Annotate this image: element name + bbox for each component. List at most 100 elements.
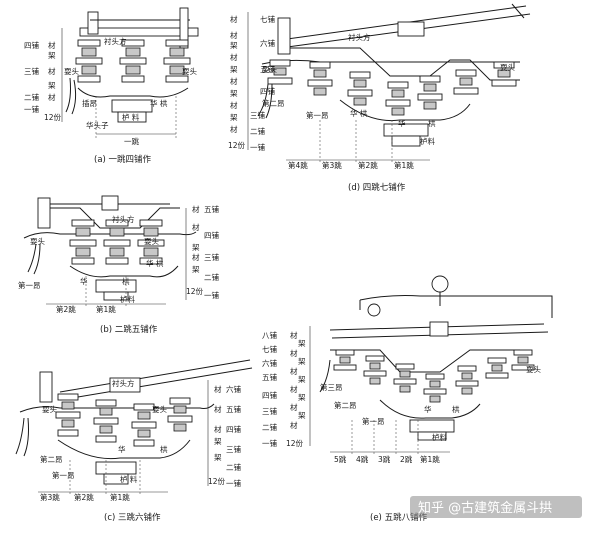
b-qi-1: 栔 bbox=[192, 242, 200, 252]
d-fen12: 12份 bbox=[228, 140, 246, 150]
e-qi-5: 栔 bbox=[298, 410, 306, 420]
d-cai-6: 材 bbox=[230, 124, 238, 134]
b-pu5: 五铺 bbox=[204, 204, 219, 214]
c-chentoufang: 衬头方 bbox=[112, 378, 135, 388]
c-pu4: 四铺 bbox=[226, 424, 241, 434]
e-pu5: 五铺 bbox=[262, 372, 277, 382]
a-pu4: 四铺 bbox=[24, 40, 39, 50]
panel-e: 耍头 第三昂 第二昂 第一昂 华 栱 栌料 八铺 七铺 六铺 五铺 四铺 三铺 … bbox=[262, 275, 553, 523]
d-qi-4: 栔 bbox=[230, 112, 238, 122]
b-qi-2: 栔 bbox=[192, 264, 200, 274]
d-cai-1: 材 bbox=[230, 14, 238, 24]
e-t1: 第1跳 bbox=[420, 454, 440, 464]
d-ludou: 栌料 bbox=[420, 136, 435, 146]
c-pu5: 五铺 bbox=[226, 404, 241, 414]
a-huagong: 华 栱 bbox=[150, 98, 168, 108]
e-cai-5: 材 bbox=[290, 402, 298, 412]
e-ang1: 第一昂 bbox=[362, 416, 385, 426]
panel-c-dougong-cols bbox=[55, 393, 193, 447]
a-qi-2: 栔 bbox=[48, 80, 56, 90]
c-cai-2: 材 bbox=[214, 404, 222, 414]
d-t2: 第2跳 bbox=[358, 160, 378, 170]
a-shuatou-right: 耍头 bbox=[182, 66, 197, 76]
a-fen12: 12份 bbox=[44, 112, 62, 122]
e-qi-3: 栔 bbox=[298, 374, 306, 384]
panel-c: 衬头方 耍头 耍头 华 栱 栌 料 第二昂 第一昂 材 六铺 材 五铺 材 四铺… bbox=[15, 359, 253, 523]
e-shuatou-right: 耍头 bbox=[526, 364, 541, 374]
b-pu4: 四铺 bbox=[204, 230, 219, 240]
c-fen12: 12份 bbox=[208, 476, 226, 486]
b-t2: 第2跳 bbox=[56, 304, 76, 314]
e-cai-6: 材 bbox=[290, 420, 298, 430]
d-gong: 栱 bbox=[428, 118, 436, 128]
watermark-text: 知乎 @古建筑金属斗拱 bbox=[418, 500, 552, 516]
panel-b-dougong-cols bbox=[69, 219, 165, 265]
d-t1: 第1跳 bbox=[394, 160, 414, 170]
d-ang1: 第一昂 bbox=[306, 110, 329, 120]
e-t5: 5跳 bbox=[334, 454, 347, 464]
b-shuatou-left: 耍头 bbox=[30, 236, 45, 246]
caption-e: (e) 五跳八铺作 bbox=[370, 512, 428, 523]
c-pu3: 三铺 bbox=[226, 444, 241, 454]
a-pu2: 二铺 bbox=[24, 92, 39, 102]
b-chentoufang: 衬头方 bbox=[112, 214, 135, 224]
panel-a-dougong-right bbox=[163, 39, 191, 83]
caption-a: (a) 一跳四铺作 bbox=[94, 154, 152, 165]
b-pu3: 三铺 bbox=[204, 252, 219, 262]
d-t4: 第4跳 bbox=[288, 160, 308, 170]
d-huagong: 华 栱 bbox=[350, 108, 368, 118]
e-ludou: 栌料 bbox=[432, 432, 447, 442]
a-pu1: 一铺 bbox=[24, 104, 39, 114]
b-gong: 栱 bbox=[122, 276, 130, 286]
d-shuatou-left: 耍头 bbox=[262, 64, 277, 74]
d-cai-4: 材 bbox=[230, 76, 238, 86]
c-cai-3: 材 bbox=[214, 424, 222, 434]
d-pu5: 五铺 bbox=[260, 64, 275, 74]
c-t1: 第1跳 bbox=[110, 492, 130, 502]
d-cai-2: 材 bbox=[230, 30, 238, 40]
e-pu8: 八铺 bbox=[262, 330, 277, 340]
d-t3: 第3跳 bbox=[322, 160, 342, 170]
c-ang2: 第二昂 bbox=[40, 454, 63, 464]
e-gong: 栱 bbox=[452, 404, 460, 414]
b-pu1: 一铺 bbox=[204, 290, 219, 300]
e-cai-2: 材 bbox=[290, 348, 298, 358]
d-pu4: 四铺 bbox=[260, 86, 275, 96]
e-pu1: 一铺 bbox=[262, 438, 277, 448]
e-hua: 华 bbox=[424, 404, 432, 414]
panel-d: 衬头方 耍头 耍头 第二昂 第一昂 华 栱 华 栱 栌料 材 七铺 材 六铺 栔… bbox=[228, 3, 531, 193]
d-ang2: 第二昂 bbox=[262, 98, 285, 108]
d-qi-3: 栔 bbox=[230, 88, 238, 98]
caption-c: (c) 三跳六铺作 bbox=[104, 512, 161, 523]
b-fen12: 12份 bbox=[186, 286, 204, 296]
panel-a-dougong-mid bbox=[119, 39, 147, 83]
panel-b: 衬头方 耍头 耍头 华 栱 华 栱 栌料 第一昂 材 五铺 材 四铺 栔 材 三… bbox=[18, 195, 219, 335]
d-pu7: 七铺 bbox=[260, 14, 275, 24]
a-pu3: 三铺 bbox=[24, 66, 39, 76]
d-pu2: 二铺 bbox=[250, 126, 265, 136]
d-shuatou-right: 耍头 bbox=[500, 62, 515, 72]
b-pu2: 二铺 bbox=[204, 272, 219, 282]
c-cai-1: 材 bbox=[214, 384, 222, 394]
c-pu6: 六铺 bbox=[226, 384, 241, 394]
e-qi-2: 栔 bbox=[298, 356, 306, 366]
a-cai-1: 材 bbox=[48, 40, 56, 50]
e-fen12: 12份 bbox=[286, 438, 304, 448]
b-shuatou-right: 耍头 bbox=[144, 236, 159, 246]
caption-d: (d) 四跳七铺作 bbox=[348, 182, 406, 193]
a-shuatou-left: 耍头 bbox=[64, 66, 79, 76]
a-qi-1: 栔 bbox=[48, 50, 56, 60]
e-cai-1: 材 bbox=[290, 330, 298, 340]
c-shuatou-right: 耍头 bbox=[152, 404, 167, 414]
c-qi-2: 栔 bbox=[214, 452, 222, 462]
e-ang2: 第二昂 bbox=[334, 400, 357, 410]
a-huatouzi: 华头子 bbox=[86, 120, 109, 130]
panel-a: 衬头方 耍头 耍头 插昂 华 栱 栌 料 华头子 四铺 三铺 二铺 一铺 材 栔… bbox=[24, 7, 199, 165]
d-chentoufang: 衬头方 bbox=[348, 32, 371, 42]
e-cai-3: 材 bbox=[290, 366, 298, 376]
panel-a-dougong-left bbox=[75, 39, 103, 83]
a-cai-3: 材 bbox=[48, 92, 56, 102]
c-t3: 第3跳 bbox=[40, 492, 60, 502]
e-pu6: 六铺 bbox=[262, 358, 277, 368]
c-pu2: 二铺 bbox=[226, 462, 241, 472]
